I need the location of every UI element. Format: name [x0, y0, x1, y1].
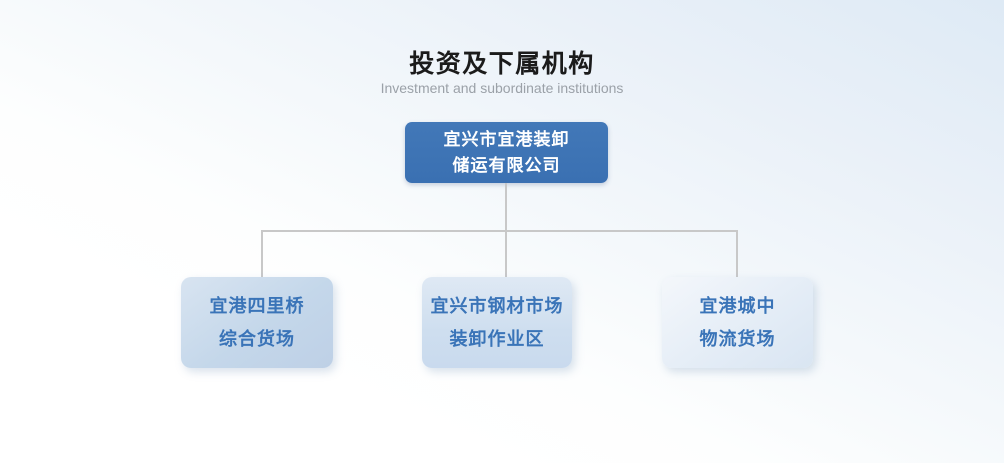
- connector-drop-left: [261, 231, 263, 277]
- org-node-child-2-line1: 宜兴市钢材市场: [430, 295, 564, 316]
- org-node-root-line2: 储运有限公司: [452, 155, 561, 175]
- org-node-child-3-line1: 宜港城中: [699, 295, 776, 316]
- org-node-child-3-line2: 物流货场: [699, 328, 776, 349]
- page-subtitle: Investment and subordinate institutions: [380, 80, 624, 96]
- org-node-child-1-line1: 宜港四里桥: [209, 295, 305, 316]
- page-title: 投资及下属机构: [409, 50, 595, 78]
- connector-root-stem: [505, 183, 507, 231]
- org-node-child-1-line2: 综合货场: [219, 328, 295, 349]
- org-node-root-line1: 宜兴市宜港装卸: [443, 129, 570, 149]
- org-node-child-3: 宜港城中 物流货场: [662, 277, 813, 368]
- connector-drop-right: [736, 231, 738, 277]
- org-node-root: 宜兴市宜港装卸 储运有限公司: [405, 122, 608, 183]
- connector-horizontal-bar: [261, 230, 738, 232]
- org-node-child-1: 宜港四里桥 综合货场: [181, 277, 333, 368]
- connector-drop-center: [505, 231, 507, 277]
- org-node-child-2-line2: 装卸作业区: [449, 328, 545, 349]
- org-node-child-2: 宜兴市钢材市场 装卸作业区: [422, 277, 572, 368]
